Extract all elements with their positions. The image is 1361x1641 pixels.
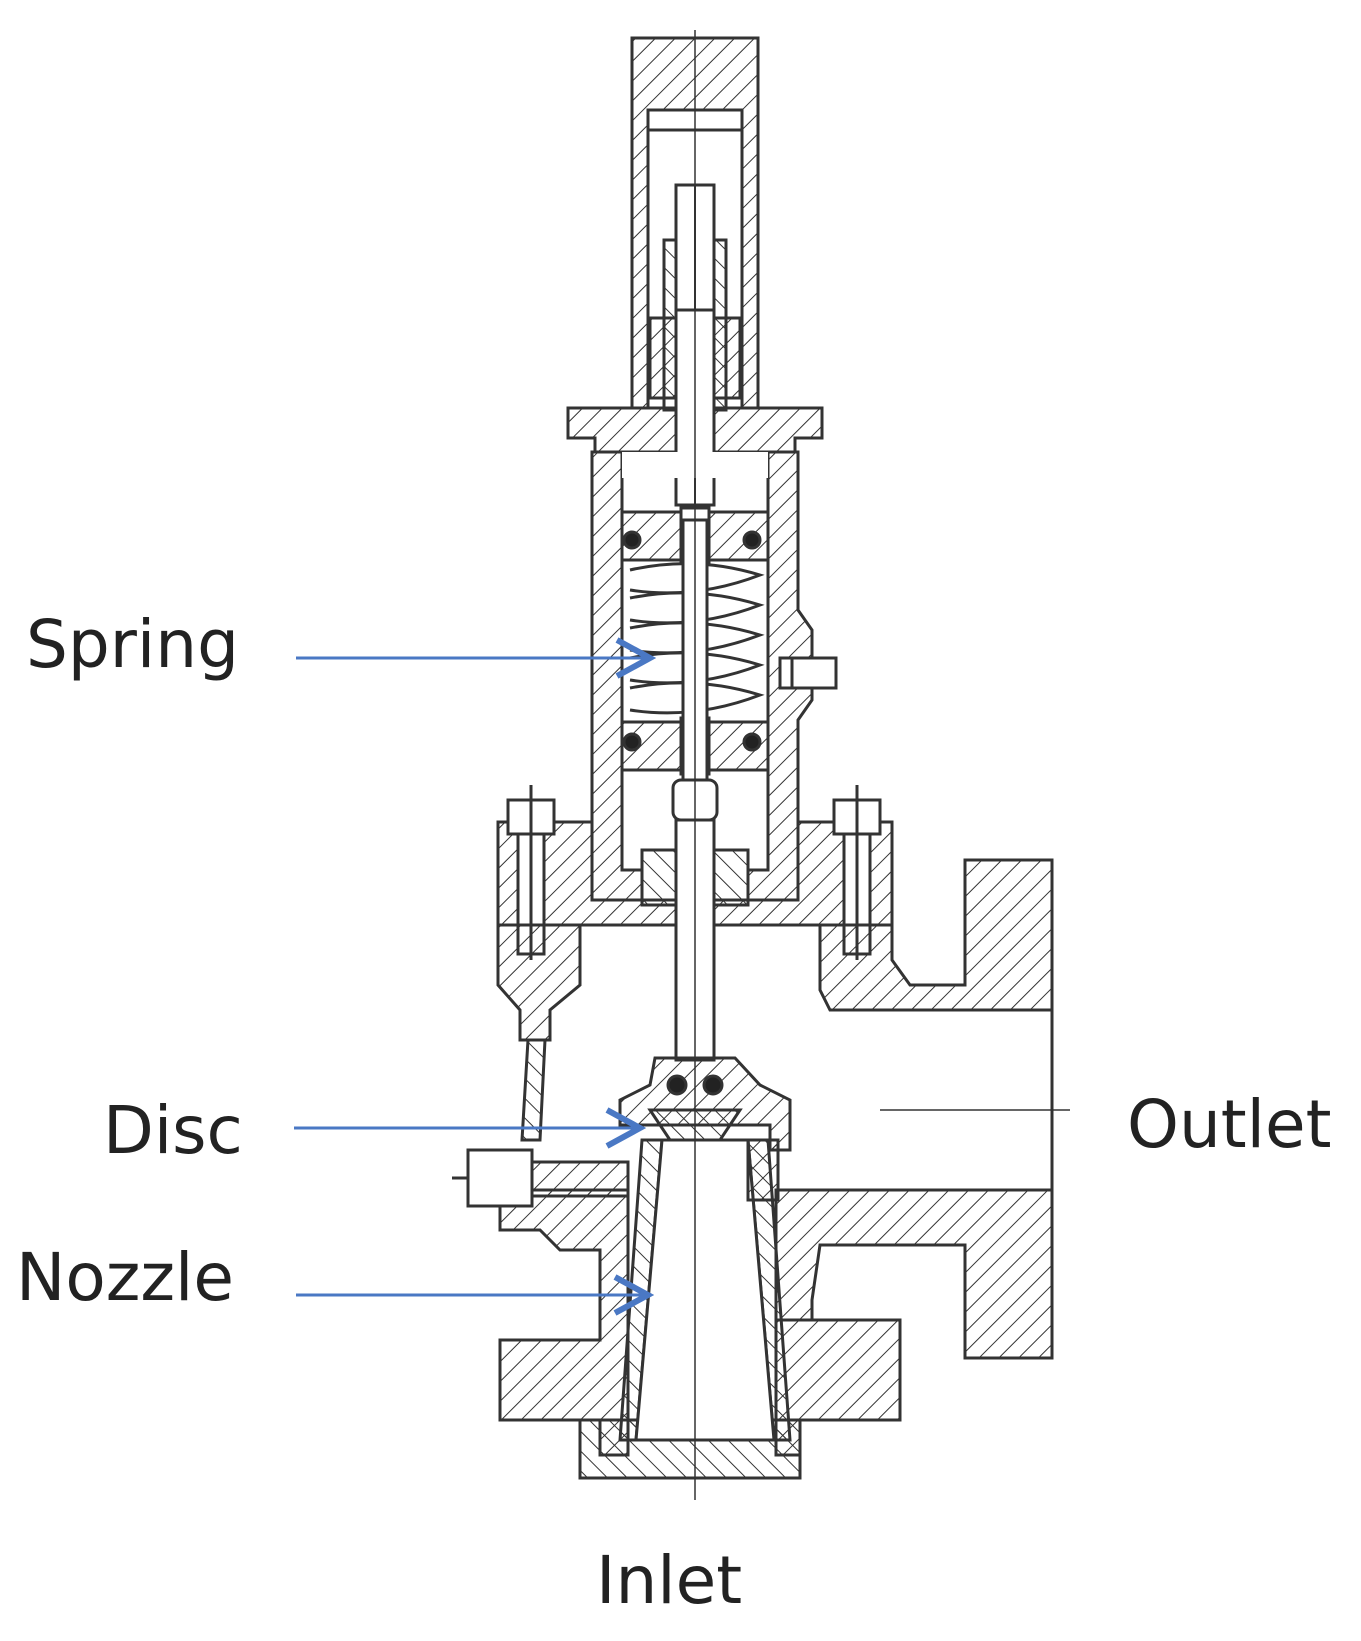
disc-assembly xyxy=(618,1056,792,1152)
label-spring: Spring xyxy=(26,606,239,683)
label-nozzle: Nozzle xyxy=(16,1239,234,1316)
label-outlet: Outlet xyxy=(1127,1086,1332,1163)
label-disc: Disc xyxy=(103,1092,243,1169)
label-inlet: Inlet xyxy=(596,1542,743,1619)
nozzle xyxy=(618,1138,792,1442)
drain-plug xyxy=(452,1148,630,1208)
guide xyxy=(640,848,750,907)
